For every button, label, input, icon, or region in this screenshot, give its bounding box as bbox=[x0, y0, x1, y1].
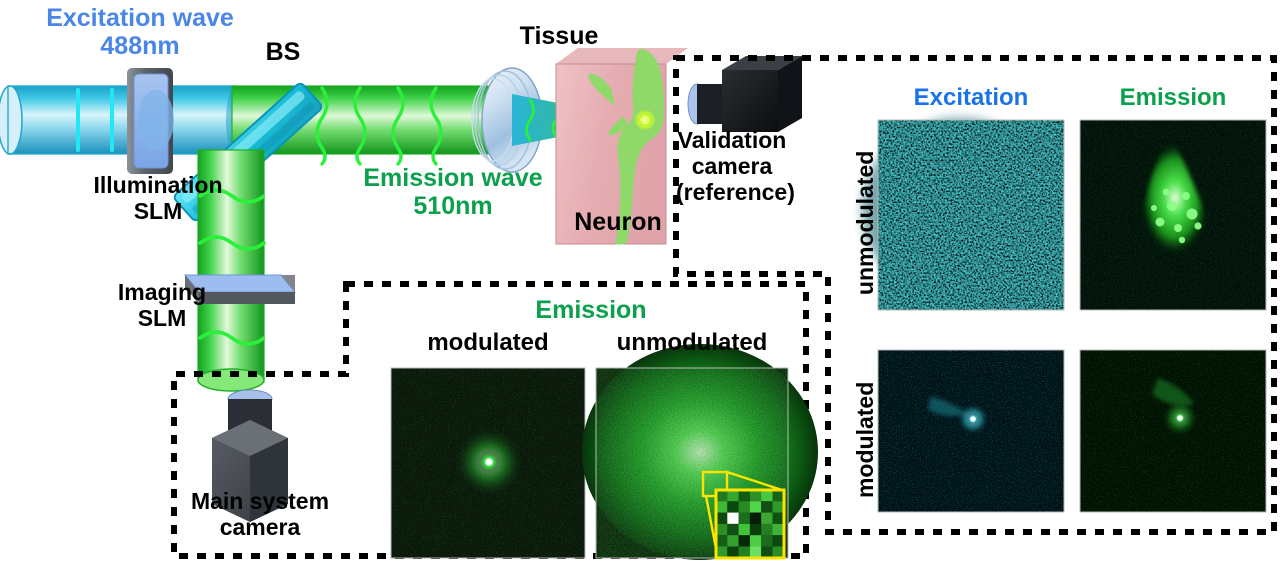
excitation-wave-label: Excitation wave 488nm bbox=[46, 4, 234, 60]
excitation-beam bbox=[0, 85, 246, 155]
illumination-slm-label: Illumination SLM bbox=[93, 172, 223, 224]
neuron-label: Neuron bbox=[574, 208, 662, 236]
validation-col-header-emission: Emission bbox=[1119, 84, 1227, 111]
imaging-slm-label: Imaging SLM bbox=[117, 279, 207, 331]
emission-wavefront-upper bbox=[198, 235, 266, 251]
main-image-label-modulated: modulated bbox=[427, 329, 549, 356]
modulated-excitation-wavefronts bbox=[239, 86, 290, 154]
beam-splitter-label: BS bbox=[265, 38, 301, 66]
validation-row-header-modulated: modulated bbox=[852, 381, 879, 499]
validation-image-unmodulated-excitation bbox=[862, 118, 1065, 311]
objective-lens bbox=[471, 67, 543, 173]
main-system-camera-label: Main system camera bbox=[190, 488, 330, 540]
main-panel-title: Emission bbox=[535, 296, 647, 324]
validation-camera bbox=[687, 56, 802, 132]
validation-col-header-excitation: Excitation bbox=[913, 84, 1029, 111]
validation-image-unmodulated-emission bbox=[1079, 119, 1267, 311]
emission-beam-horizontal bbox=[231, 85, 489, 166]
tissue-label: Tissue bbox=[519, 22, 599, 50]
emission-unmodulated-image bbox=[582, 344, 818, 560]
validation-image-modulated-emission bbox=[1079, 349, 1267, 513]
validation-image-modulated-excitation bbox=[877, 349, 1065, 513]
illumination-slm-device bbox=[127, 68, 174, 174]
focused-beam-cone bbox=[512, 94, 645, 146]
main-image-label-unmodulated: unmodulated bbox=[616, 329, 768, 356]
validation-row-header-unmodulated: unmodulated bbox=[852, 150, 879, 296]
inset-pixel-grid bbox=[716, 490, 784, 558]
validation-camera-label: Validation camera (reference) bbox=[676, 127, 795, 205]
emission-modulated-image bbox=[390, 367, 586, 559]
emission-wave-label: Emission wave 510nm bbox=[363, 164, 543, 220]
zoom-inset-callout bbox=[701, 470, 786, 560]
